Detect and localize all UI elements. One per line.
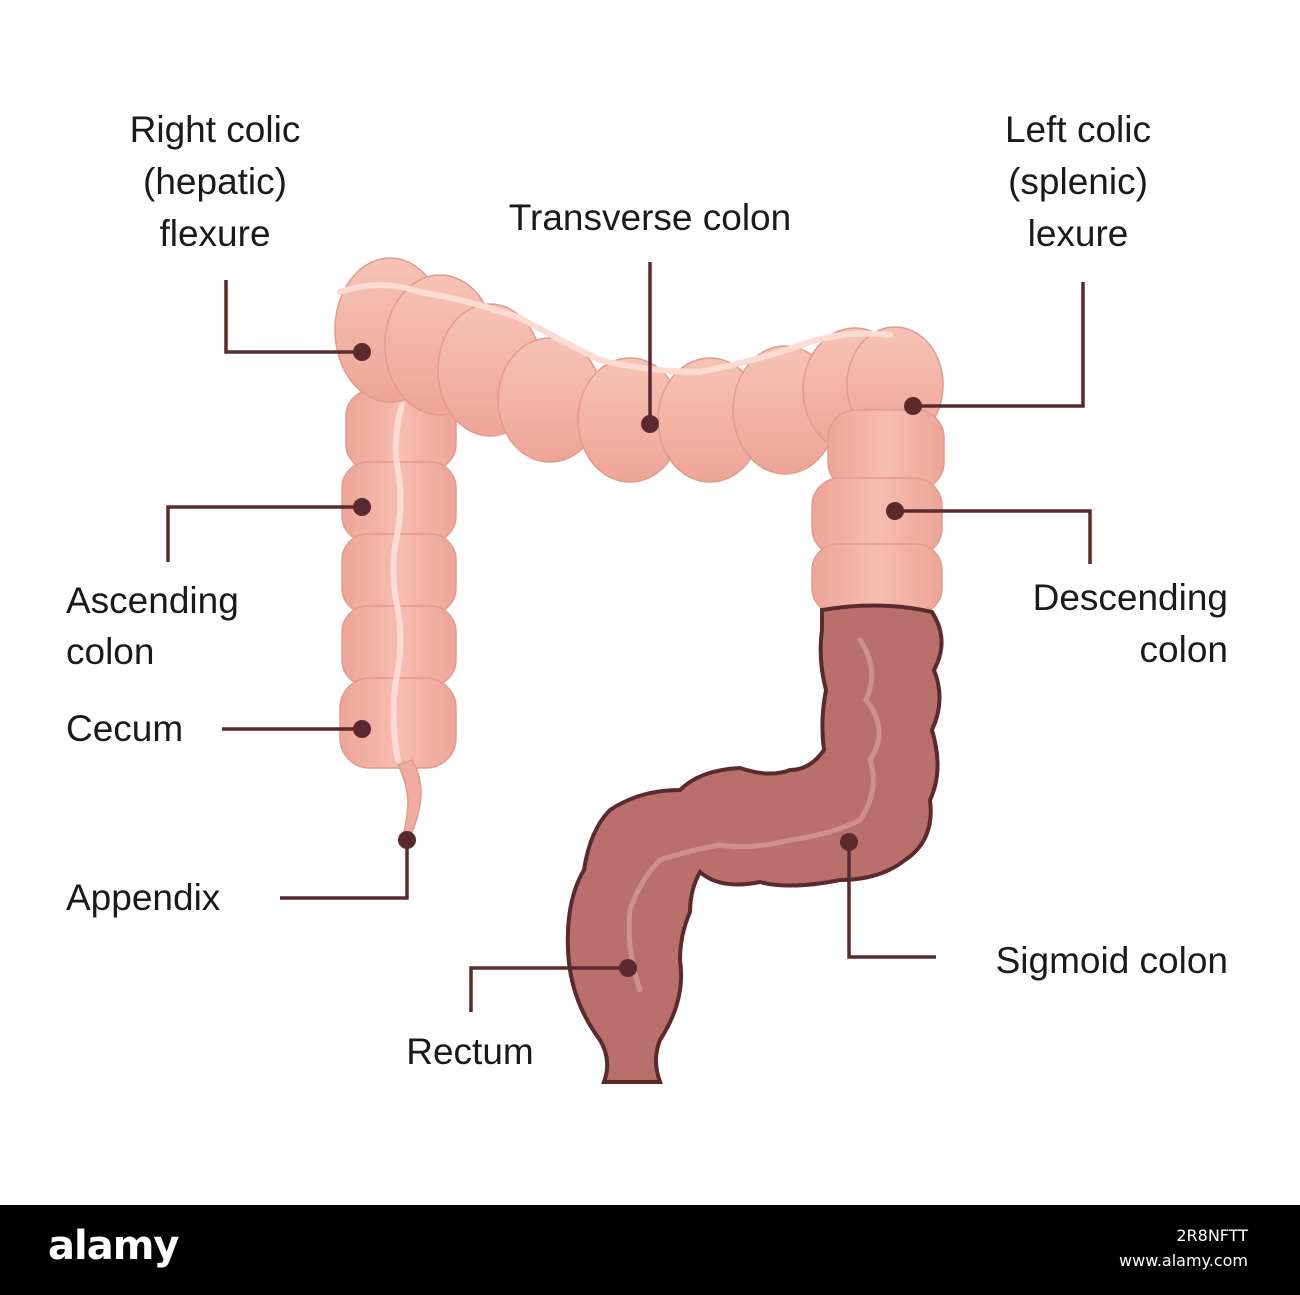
- right-flexure-line3: flexure: [159, 213, 270, 254]
- left-flexure-label: Left colic (splenic) lexure: [1005, 109, 1151, 254]
- descending-colon-shape: [811, 409, 945, 615]
- appendix-shape: [396, 759, 422, 841]
- rectum-dot: [619, 959, 637, 977]
- cecum-dot: [353, 720, 371, 738]
- site-url: www.alamy.com: [1119, 1251, 1248, 1270]
- ascending-colon-label: Ascending colon: [66, 580, 239, 672]
- watermark-footer: alamy 2R8NFTT www.alamy.com: [0, 1205, 1300, 1295]
- sigmoid-leader: [847, 842, 936, 959]
- sigmoid-dot: [840, 833, 858, 851]
- ascending-line2: colon: [66, 631, 154, 672]
- descending-dot: [886, 502, 904, 520]
- right-flexure-line1: Right colic: [130, 109, 301, 150]
- transverse-colon-shape: [334, 257, 944, 483]
- rectum-leader: [469, 966, 628, 1012]
- left-flexure-line2: (splenic): [1008, 161, 1148, 202]
- transverse-colon-label: Transverse colon: [509, 197, 791, 238]
- ascending-colon-shape: [339, 389, 457, 769]
- transverse-dot: [641, 415, 659, 433]
- right-flexure-leader: [224, 280, 362, 354]
- appendix-leader: [280, 840, 409, 900]
- left-flexure-dot: [904, 397, 922, 415]
- diagram-stage: Right colic (hepatic) flexure Transverse…: [66, 109, 1228, 1084]
- rectum-label: Rectum: [406, 1031, 533, 1072]
- right-flexure-dot: [353, 343, 371, 361]
- descending-line2: colon: [1140, 629, 1228, 670]
- descending-colon-label: Descending colon: [1033, 577, 1228, 670]
- right-flexure-label: Right colic (hepatic) flexure: [130, 109, 301, 254]
- descending-line1: Descending: [1033, 577, 1228, 618]
- sigmoid-colon-label: Sigmoid colon: [996, 940, 1228, 981]
- left-flexure-line1: Left colic: [1005, 109, 1151, 150]
- ascending-leader: [166, 505, 362, 562]
- image-id: 2R8NFTT: [1176, 1226, 1248, 1245]
- cecum-label: Cecum: [66, 708, 183, 749]
- appendix-label: Appendix: [66, 877, 221, 918]
- colon-anatomy-diagram: Right colic (hepatic) flexure Transverse…: [66, 109, 1228, 1084]
- right-flexure-line2: (hepatic): [143, 161, 287, 202]
- descending-leader: [895, 509, 1092, 564]
- left-flexure-line3: lexure: [1028, 213, 1129, 254]
- ascending-dot: [353, 498, 371, 516]
- sigmoid-colon-folds: [626, 637, 882, 993]
- ascending-line1: Ascending: [66, 580, 239, 621]
- alamy-logo: alamy: [48, 1223, 179, 1269]
- left-flexure-leader: [913, 282, 1085, 408]
- appendix-dot: [398, 831, 416, 849]
